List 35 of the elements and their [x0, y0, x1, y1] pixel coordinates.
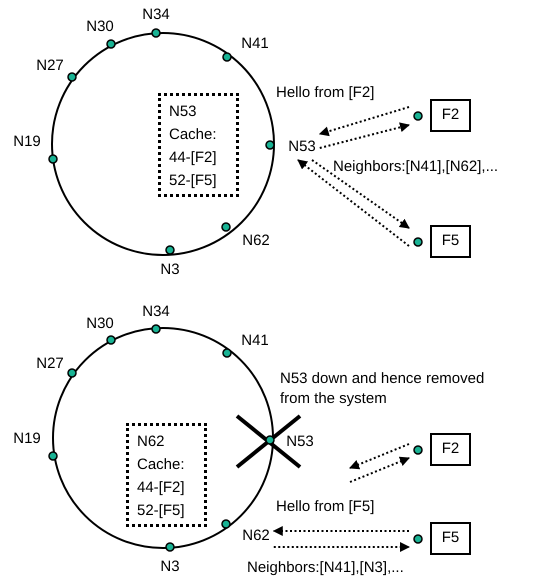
- node-label: N3: [160, 261, 180, 279]
- dotted-arrow: [320, 122, 410, 149]
- dotted-arrow: [350, 456, 410, 483]
- node-label: N19: [13, 133, 41, 151]
- cache-box: N53 Cache: 44-[F2] 52-[F5]: [158, 93, 239, 197]
- dotted-arrow: [311, 159, 410, 229]
- node-label: N62: [242, 232, 270, 250]
- peer-box: F2: [430, 433, 471, 466]
- dotted-arrow: [318, 106, 410, 136]
- node-label: N30: [86, 18, 114, 36]
- dotted-arrow: [272, 526, 409, 536]
- node-label: N41: [241, 35, 269, 53]
- node-label: N19: [13, 430, 41, 448]
- cache-box: N62 Cache: 44-[F2] 52-[F5]: [126, 423, 207, 527]
- dotted-arrow: [349, 443, 410, 470]
- node-label: N27: [36, 355, 64, 373]
- peer-box: F5: [430, 522, 471, 555]
- dotted-arrow: [274, 542, 410, 552]
- peer-box: F5: [430, 225, 471, 258]
- note-text: N53 down and hence removed from the system: [280, 369, 485, 409]
- node-label: N30: [86, 315, 114, 333]
- node-label: N53: [288, 138, 316, 156]
- node-label: N62: [242, 527, 270, 545]
- node-label: N41: [241, 332, 269, 350]
- note-text: Hello from [F5]: [276, 497, 374, 517]
- node-label: N3: [160, 558, 180, 576]
- node-label: N53: [286, 433, 314, 451]
- node-label: N27: [36, 57, 64, 75]
- note-text: Neighbors:[N41],[N62],...: [333, 157, 498, 177]
- note-text: Neighbors:[N41],[N3],...: [247, 558, 404, 578]
- node-label: N34: [142, 6, 170, 24]
- node-label: N34: [142, 303, 170, 321]
- peer-box: F2: [430, 99, 471, 132]
- dotted-arrow: [297, 159, 410, 247]
- note-text: Hello from [F2]: [276, 83, 374, 103]
